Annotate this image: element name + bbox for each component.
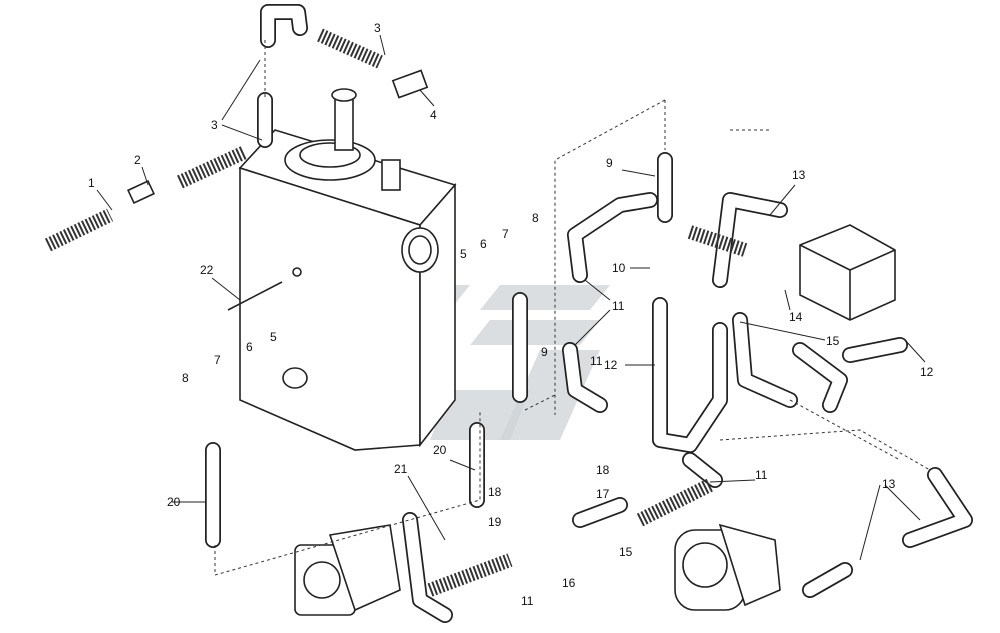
callout-5: 5 (460, 247, 467, 261)
callout-1: 1 (88, 176, 95, 190)
callout-18: 18 (488, 485, 502, 499)
callout-17: 17 (596, 487, 610, 501)
callout-11: 11 (521, 594, 534, 608)
callout-9: 9 (541, 345, 548, 359)
callout-10: 10 (612, 261, 626, 275)
callout-4: 4 (430, 108, 437, 122)
connection-lines (214, 40, 931, 576)
callout-7: 7 (502, 227, 509, 241)
callout-11: 11 (612, 299, 625, 313)
callout-20: 20 (167, 495, 181, 509)
callout-8: 8 (182, 371, 189, 385)
leader-lines (96, 34, 926, 561)
callout-3: 3 (211, 118, 218, 132)
callout-13: 13 (882, 477, 896, 491)
callout-16: 16 (562, 576, 576, 590)
callout-19: 19 (488, 515, 502, 529)
valve-block (799, 224, 896, 321)
callout-7: 7 (214, 353, 221, 367)
callout-15: 15 (826, 334, 840, 348)
callout-labels: 1233456789101112131415122256789202021181… (88, 21, 934, 608)
callout-8: 8 (532, 211, 539, 225)
callout-11: 11 (755, 468, 768, 482)
callout-18: 18 (596, 463, 610, 477)
callout-22: 22 (200, 263, 214, 277)
callout-12: 12 (920, 365, 934, 379)
callout-5: 5 (270, 330, 277, 344)
hydraulic-tank (227, 88, 457, 451)
callout-3: 3 (374, 21, 381, 35)
callout-15: 15 (619, 545, 633, 559)
callout-13: 13 (792, 168, 806, 182)
callout-12: 12 (604, 358, 618, 372)
callout-21: 21 (394, 462, 408, 476)
callout-11: 11 (590, 354, 603, 368)
pump-left (294, 524, 401, 616)
callout-14: 14 (789, 310, 803, 324)
pump-right (674, 523, 781, 611)
callout-6: 6 (246, 340, 253, 354)
hoses (44, 4, 973, 623)
callout-2: 2 (134, 153, 141, 167)
callout-9: 9 (606, 156, 613, 170)
callout-20: 20 (433, 443, 447, 457)
callout-6: 6 (480, 237, 487, 251)
